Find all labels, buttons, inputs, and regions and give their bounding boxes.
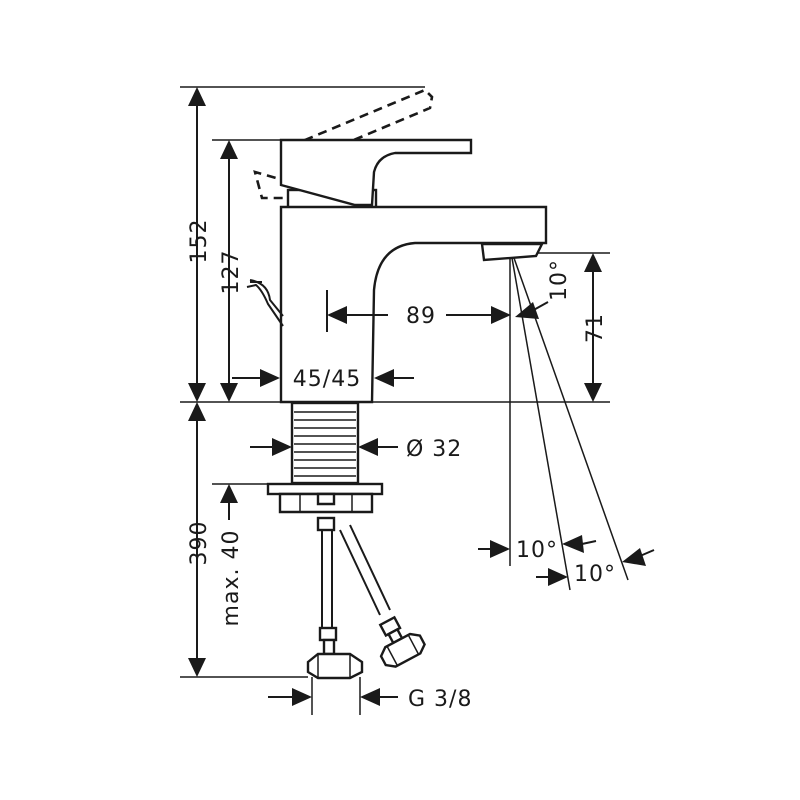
extension-lines <box>180 86 629 715</box>
dim-below-counter: 390 <box>187 521 212 566</box>
dim-spray-angle-1: 10° <box>516 538 558 563</box>
dim-total-height: 152 <box>187 219 212 264</box>
aerator <box>480 242 544 262</box>
dim-spout-angle: 10° <box>547 259 572 301</box>
handle-open-position <box>253 88 434 200</box>
dim-spout-height: 71 <box>583 313 608 343</box>
dimension-lines <box>188 87 655 706</box>
supply-hoses <box>306 516 426 680</box>
faucet-body <box>246 88 548 404</box>
threaded-shank <box>266 401 384 514</box>
dim-max-thickness: max. 40 <box>219 530 244 627</box>
dim-shank-diameter: Ø 32 <box>406 437 462 462</box>
handle <box>279 138 473 207</box>
dim-spray-angle-2: 10° <box>574 562 616 587</box>
dimension-labels: 152 127 390 max. 40 71 10° 89 45/45 Ø 32… <box>187 219 616 713</box>
dim-spout-reach: 89 <box>406 304 436 329</box>
dim-connection: G 3/8 <box>408 687 472 712</box>
dim-handle-height: 127 <box>219 250 244 295</box>
dim-base-width: 45/45 <box>293 367 361 392</box>
spout <box>279 205 548 404</box>
